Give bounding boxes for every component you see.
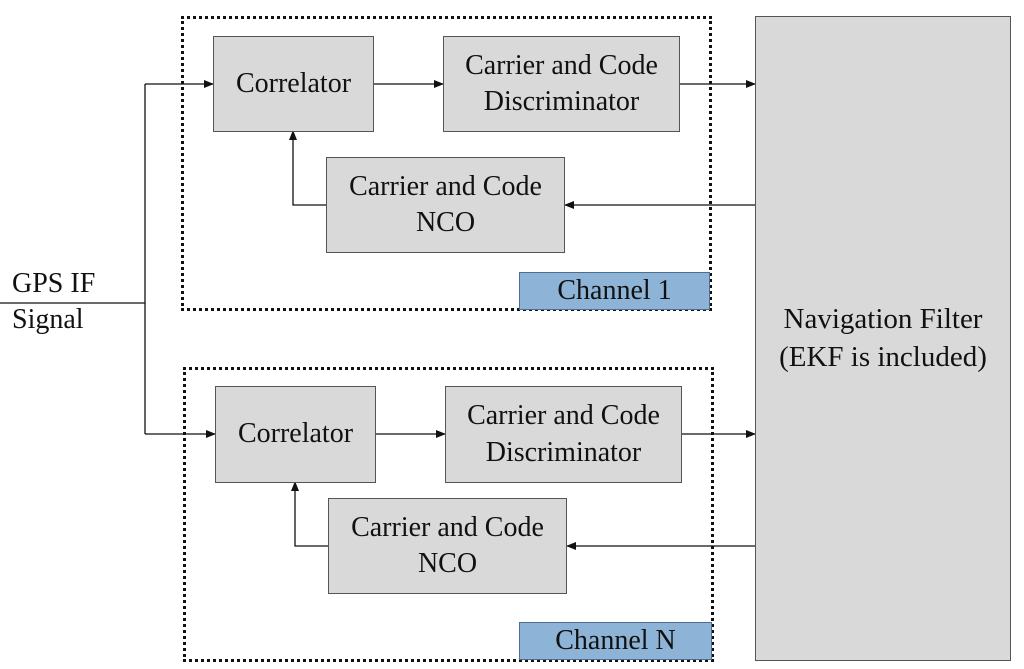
- input-label-line-1: GPS IF: [12, 268, 96, 299]
- correlator-n-block: Correlator: [215, 386, 376, 483]
- input-label-line-2: Signal: [12, 304, 84, 336]
- nco-n-label-line-2: NCO: [417, 548, 478, 579]
- arrow-nco-to-correlator-1: [289, 130, 326, 206]
- arrow-nco-to-correlator-n: [291, 481, 328, 547]
- nco-1-block: Carrier and Code NCO: [326, 157, 565, 253]
- navigation-filter-label-line-1: Navigation Filter: [783, 302, 983, 335]
- discriminator-1-label-line-2: Discriminator: [483, 86, 640, 117]
- channel-n-tag: Channel N: [519, 622, 712, 660]
- channel-n-boundary: [183, 367, 714, 662]
- discriminator-1-label-line-1: Carrier and Code: [465, 49, 658, 81]
- correlator-1-label: Correlator: [235, 67, 352, 99]
- nco-n-label-line-1: Carrier and Code: [351, 511, 544, 543]
- discriminator-n-block: Carrier and Code Discriminator: [445, 386, 682, 483]
- input-signal-label: GPS IF Signal: [12, 266, 95, 339]
- channel-1-tag-label: Channel 1: [557, 275, 672, 306]
- channel-1-tag: Channel 1: [519, 272, 710, 310]
- nco-1-label-line-1: Carrier and Code: [349, 170, 542, 202]
- navigation-filter-block: Navigation Filter (EKF is included): [755, 16, 1011, 661]
- channel-1-boundary: [181, 16, 712, 311]
- discriminator-n-label-line-1: Carrier and Code: [467, 400, 660, 432]
- discriminator-1-block: Carrier and Code Discriminator: [443, 36, 680, 132]
- channel-n-tag-label: Channel N: [555, 625, 676, 656]
- nco-1-label-line-2: NCO: [415, 207, 476, 238]
- nco-n-block: Carrier and Code NCO: [328, 498, 567, 594]
- correlator-n-label: Correlator: [237, 418, 354, 450]
- correlator-1-block: Correlator: [213, 36, 374, 132]
- navigation-filter-label-line-2: (EKF is included): [779, 340, 987, 373]
- discriminator-n-label-line-2: Discriminator: [485, 436, 642, 468]
